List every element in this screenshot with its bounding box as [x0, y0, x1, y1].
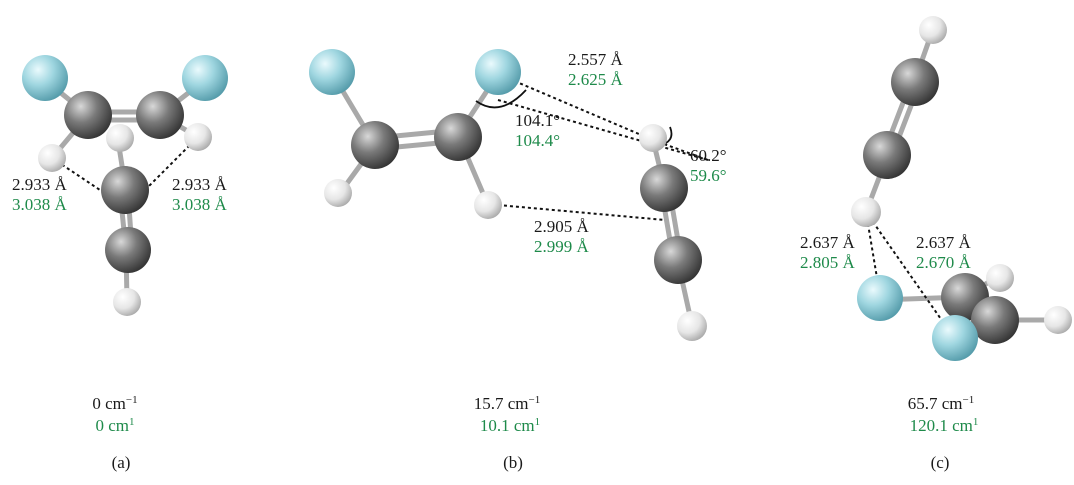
panel-c-left-distance-method1: 2.637 Å [800, 233, 855, 252]
panel-a-caption: (a) [111, 453, 131, 472]
panel-b-hc-distance-method1: 2.905 Å [534, 217, 589, 236]
panel-b-energy-method2: 10.1 cm1 [479, 416, 541, 435]
hydrogen-atom [1044, 306, 1072, 334]
panel-c-left-distance-method2: 2.805 Å [800, 253, 855, 272]
carbon-atom [101, 166, 149, 214]
panel-c-right-distance-method2: 2.670 Å [916, 253, 971, 272]
panel-b-molecule [309, 49, 709, 341]
panel-b-caption: (b) [503, 453, 523, 472]
panel-a-energy-method1: 0 cm−1 [92, 394, 138, 413]
carbon-atom [105, 227, 151, 273]
fluorine-atom [182, 55, 228, 101]
hydrogen-atom [106, 124, 134, 152]
carbon-atom [640, 164, 688, 212]
fluorine-atom [475, 49, 521, 95]
carbon-atom [64, 91, 112, 139]
panel-b-h-angle-method1: 60.2° [690, 146, 727, 165]
carbon-atom [971, 296, 1019, 344]
carbon-atom [891, 58, 939, 106]
fluorine-atom [857, 275, 903, 321]
carbon-atom [351, 121, 399, 169]
hydrogen-atom [38, 144, 66, 172]
panel-a-molecule [22, 55, 228, 316]
panel-c-molecule [851, 16, 1072, 361]
hydrogen-atom [639, 124, 667, 152]
fluorine-atom [932, 315, 978, 361]
panel-b-f-angle-method2: 104.4° [515, 131, 561, 150]
fluorine-atom [309, 49, 355, 95]
panel-c-energy-method2: 120.1 cm1 [909, 416, 979, 435]
panel-b-f-angle-method1: 104.1° [515, 111, 561, 130]
panel-c-caption: (c) [930, 453, 950, 472]
panel-a-left-distance-method1: 2.933 Å [12, 175, 67, 194]
hydrogen-atom [677, 311, 707, 341]
panel-a-left-distance-method2: 3.038 Å [12, 195, 67, 214]
fluorine-atom [22, 55, 68, 101]
hydrogen-atom [324, 179, 352, 207]
panel-a-energy-method2: 0 cm1 [95, 416, 135, 435]
carbon-atom [136, 91, 184, 139]
panel-a-right-distance-method2: 3.038 Å [172, 195, 227, 214]
carbon-atom [863, 131, 911, 179]
panel-b-energy-method1: 15.7 cm−1 [473, 394, 541, 413]
hydrogen-atom [851, 197, 881, 227]
carbon-atom [654, 236, 702, 284]
hydrogen-atom [184, 123, 212, 151]
panel-b-fh-distance-method2: 2.625 Å [568, 70, 623, 89]
hydrogen-atom [474, 191, 502, 219]
panel-c-right-distance-method1: 2.637 Å [916, 233, 971, 252]
hydrogen-atom [986, 264, 1014, 292]
hydrogen-atom [113, 288, 141, 316]
panel-b-fh-distance-method1: 2.557 Å [568, 50, 623, 69]
carbon-atom [434, 113, 482, 161]
panel-b-h-angle-method2: 59.6° [690, 166, 727, 185]
panel-a-right-distance-method1: 2.933 Å [172, 175, 227, 194]
panel-b-hc-distance-method2: 2.999 Å [534, 237, 589, 256]
panel-c-energy-method1: 65.7 cm−1 [907, 394, 975, 413]
hydrogen-atom [919, 16, 947, 44]
